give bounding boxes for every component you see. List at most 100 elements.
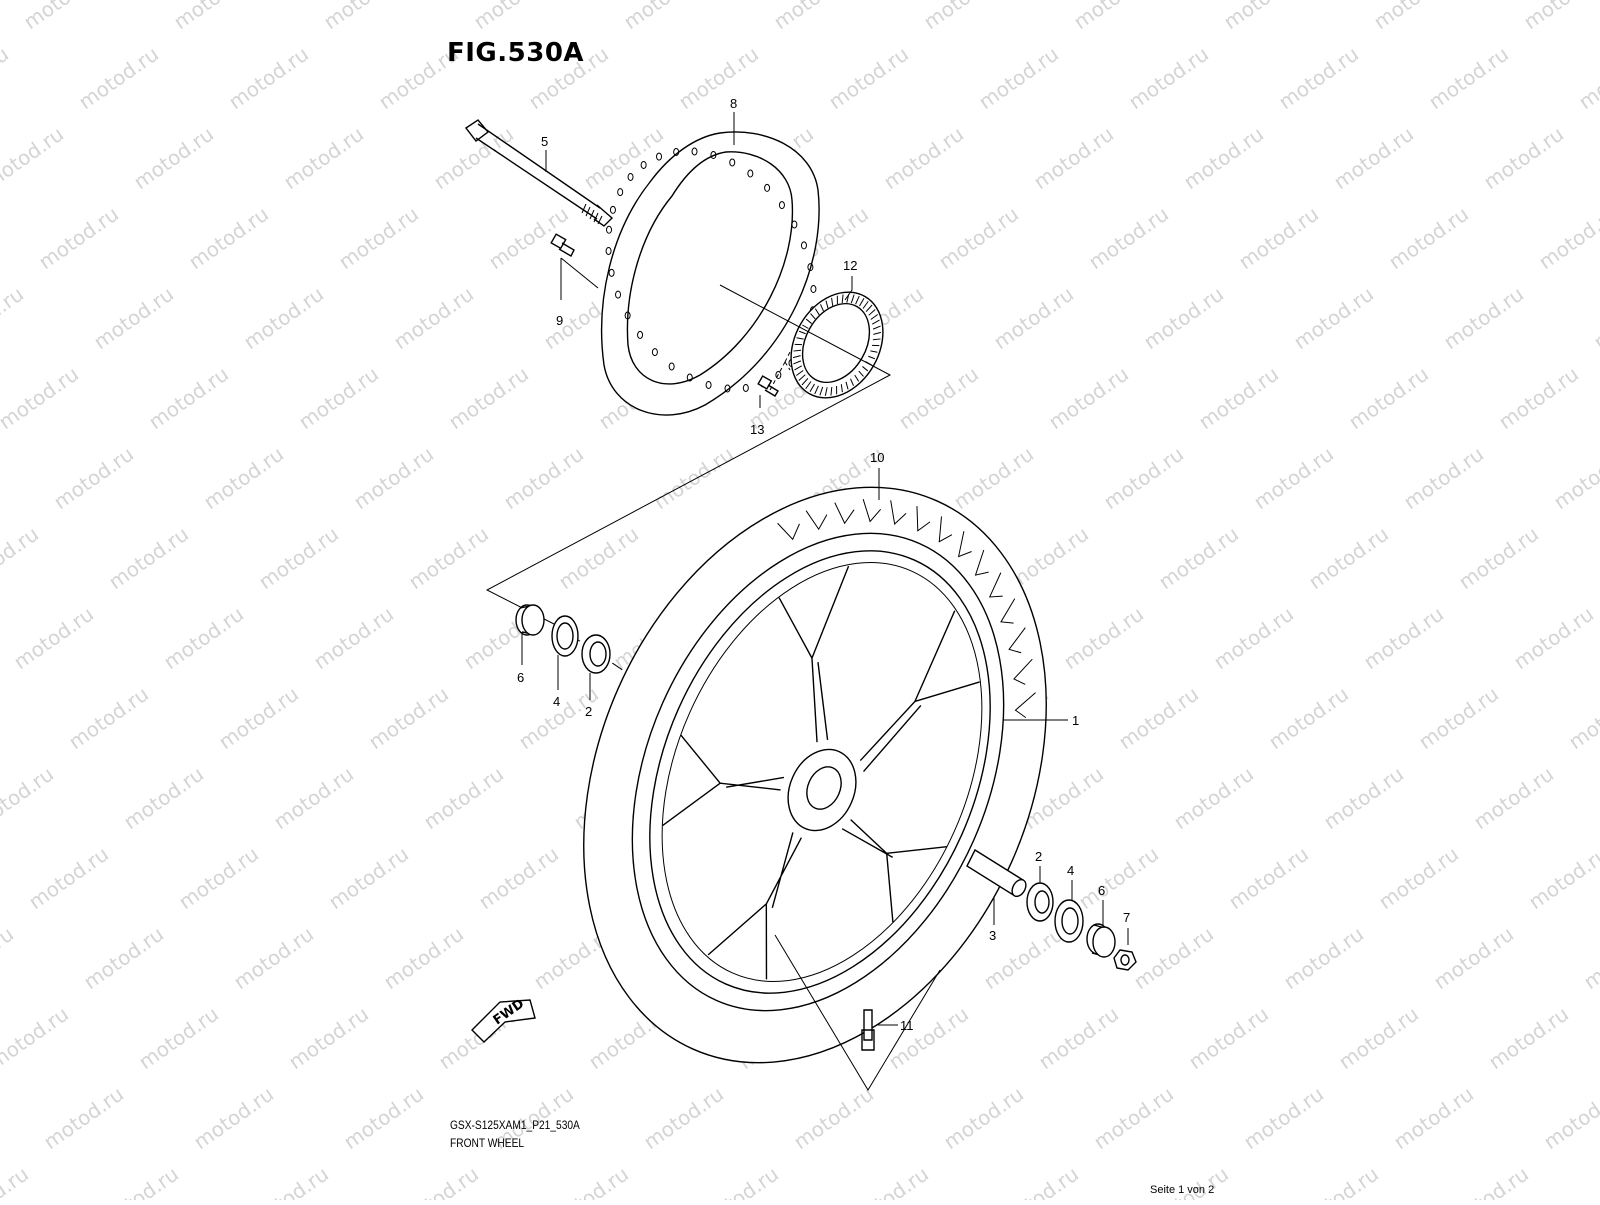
watermark-text: motod.ru (884, 1002, 973, 1074)
watermark-text: motod.ru (1469, 762, 1558, 834)
watermark-text: motod.ru (1344, 362, 1433, 434)
watermark-text: motod.ru (1549, 442, 1600, 514)
watermark-text: motod.ru (1294, 1162, 1383, 1200)
disc-hole (811, 286, 816, 293)
watermark-text: motod.ru (1429, 922, 1518, 994)
watermark-text: motod.ru (0, 362, 83, 434)
callout-1: 1 (1072, 713, 1079, 728)
disc-hole (607, 226, 612, 233)
watermark-text: motod.ru (619, 0, 708, 34)
watermark-text: motod.ru (1374, 842, 1463, 914)
callout-13: 13 (750, 422, 764, 437)
watermark-text: motod.ru (1139, 282, 1228, 354)
watermark-text: motod.ru (334, 202, 423, 274)
watermark-text: motod.ru (499, 442, 588, 514)
bearing-right (1027, 883, 1053, 921)
watermark-text: motod.ru (224, 42, 313, 114)
watermark-text: motod.ru (994, 1162, 1083, 1200)
watermark-text: motod.ru (159, 602, 248, 674)
watermark-text: motod.ru (1184, 1002, 1273, 1074)
watermark-text: motod.ru (1484, 1002, 1573, 1074)
watermark-text: motod.ru (0, 762, 58, 834)
watermark-text: motod.ru (769, 0, 858, 34)
watermark-text: motod.ru (919, 0, 1008, 34)
watermark-text: motod.ru (94, 1162, 183, 1200)
disc-bolt (551, 234, 574, 256)
watermark-text: motod.ru (1239, 1082, 1328, 1154)
callout-6-right: 6 (1098, 883, 1105, 898)
watermark-text: motod.ru (254, 522, 343, 594)
watermark-text: motod.ru (1594, 1162, 1600, 1200)
watermark-text: motod.ru (1524, 842, 1600, 914)
watermark-text: motod.ru (1089, 1082, 1178, 1154)
watermark-text: motod.ru (184, 202, 273, 274)
figure-caption: FRONT WHEEL (450, 1136, 524, 1150)
watermark-text: motod.ru (0, 522, 43, 594)
disc-hole (743, 384, 748, 391)
callout-2-right: 2 (1035, 849, 1042, 864)
spacer-left (516, 605, 544, 635)
watermark-text: motod.ru (389, 282, 478, 354)
watermark-text: motod.ru (939, 1082, 1028, 1154)
watermark-text: motod.ru (1574, 42, 1600, 114)
watermark-text: motod.ru (1304, 522, 1393, 594)
watermark-text: motod.ru (169, 0, 258, 34)
watermark-text: motod.ru (1029, 122, 1118, 194)
model-code: GSX-S125XAM1_P21_530A (450, 1118, 580, 1132)
brake-disc (602, 132, 819, 415)
watermark-text: motod.ru (34, 202, 123, 274)
watermark-text: motod.ru (239, 282, 328, 354)
watermark-text: motod.ru (879, 122, 968, 194)
watermark-text: motod.ru (694, 1162, 783, 1200)
watermark-text: motod.ru (474, 842, 563, 914)
watermark-text: motod.ru (469, 0, 558, 34)
watermark-text: motod.ru (674, 42, 763, 114)
watermark-text: motod.ru (244, 1162, 333, 1200)
watermark-text: motod.ru (1179, 122, 1268, 194)
watermark-text: motod.ru (1399, 442, 1488, 514)
watermark-text: motod.ru (1224, 842, 1313, 914)
figure-title: FIG.530A (447, 38, 584, 68)
watermark-text: motod.ru (229, 922, 318, 994)
watermark-text: motod.ru (129, 122, 218, 194)
callout-4-right: 4 (1067, 863, 1074, 878)
watermark-text: motod.ru (419, 762, 508, 834)
watermark-text: motod.ru (214, 682, 303, 754)
callout-10: 10 (870, 450, 884, 465)
watermark-text: motod.ru (1389, 1082, 1478, 1154)
watermark-text: motod.ru (199, 442, 288, 514)
watermark-text: motod.ru (1044, 362, 1133, 434)
callout-7: 7 (1123, 910, 1130, 925)
watermark-text: motod.ru (949, 442, 1038, 514)
watermark-text: motod.ru (1579, 922, 1600, 994)
watermark-text: motod.ru (0, 122, 68, 194)
watermark-text: motod.ru (1454, 522, 1543, 594)
watermark-text: motod.ru (934, 202, 1023, 274)
watermark-text: motod.ru (104, 522, 193, 594)
watermark-text: motod.ru (379, 922, 468, 994)
callout-6-left: 6 (517, 670, 524, 685)
watermark-text: motod.ru (1279, 922, 1368, 994)
watermark-text: motod.ru (294, 362, 383, 434)
watermark-text: motod.ru (1289, 282, 1378, 354)
watermark-text: motod.ru (319, 0, 408, 34)
watermark-text: motod.ru (144, 362, 233, 434)
watermark-text: motod.ru (554, 522, 643, 594)
watermark-text: motod.ru (0, 282, 28, 354)
disc-hole (641, 161, 646, 168)
disc-hole (606, 247, 611, 254)
watermark-text: motod.ru (1274, 42, 1363, 114)
watermark-text: motod.ru (1494, 362, 1583, 434)
callout-3: 3 (989, 928, 996, 943)
watermark-text: motod.ru (89, 282, 178, 354)
watermark-text: motod.ru (0, 682, 3, 754)
watermark-text: motod.ru (74, 42, 163, 114)
oil-seal-right (1055, 900, 1083, 942)
watermark-text: motod.ru (1249, 442, 1338, 514)
watermark-text: motod.ru (824, 42, 913, 114)
watermark-text: motod.ru (1439, 282, 1528, 354)
watermark-text: motod.ru (9, 602, 98, 674)
fwd-direction-badge: FWD (472, 996, 535, 1042)
watermark-text: motod.ru (1084, 202, 1173, 274)
